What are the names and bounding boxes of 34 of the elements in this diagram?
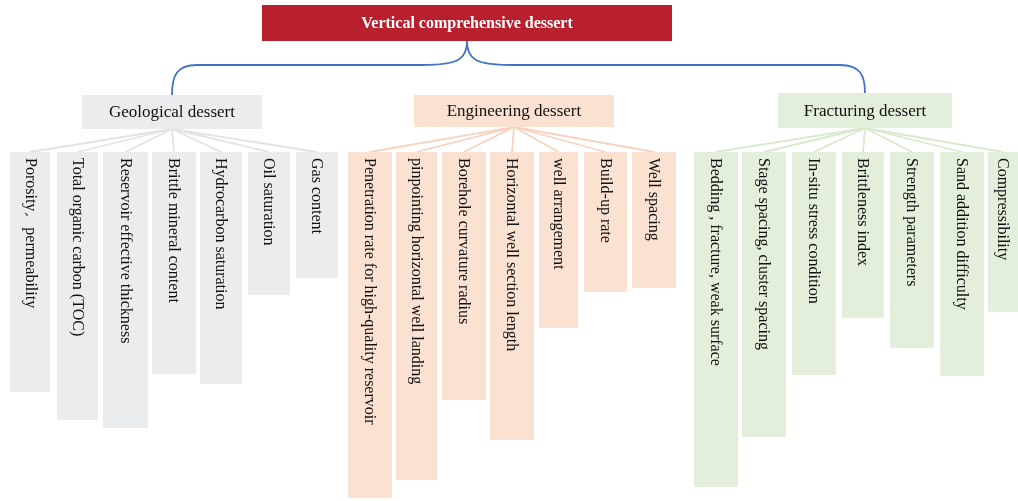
factor-box: Total organic carbon (TOC) — [57, 152, 98, 420]
category-box: Geological dessert — [82, 95, 262, 129]
factor-box: Build-up rate — [584, 152, 627, 292]
connector-line — [511, 126, 515, 153]
factor-box: well arrangement — [539, 152, 578, 328]
factor-box: Bedding , fracture, weak surface — [694, 152, 738, 487]
connector-line — [463, 126, 515, 153]
factor-box: Compressibility — [988, 152, 1018, 312]
factor-box: Porosity、permeability — [10, 152, 50, 392]
connector-line — [813, 127, 866, 153]
factor-box: Borehole curvature radius — [442, 152, 486, 400]
factor-box: Penetration rate for high-quality reservoir — [348, 152, 392, 498]
factor-box: Brittle mineral content — [152, 152, 196, 374]
connector-line — [124, 128, 173, 153]
factor-box: Sand addition difficulty — [940, 152, 984, 376]
factor-box: Stage spacing, cluster spacing — [742, 152, 786, 437]
connector-line — [862, 127, 866, 153]
factor-box: Brittleness index — [842, 152, 884, 318]
factor-box: Hydrocarbon saturation — [200, 152, 242, 384]
connector-line — [864, 127, 913, 153]
category-box: Engineering dessert — [414, 95, 614, 127]
factor-box: Gas content — [296, 152, 338, 278]
factor-box: In-situ stress condition — [792, 152, 836, 375]
factor-box: Reservoir effective thickness — [103, 152, 148, 428]
connector-line — [466, 40, 866, 94]
factor-box: Well spacing — [632, 152, 676, 288]
factor-box: Horizontal well section length — [490, 152, 534, 440]
factor-box: pinpointing horizontal well landing — [396, 152, 437, 480]
title-box: Vertical comprehensive dessert — [262, 5, 672, 41]
connector-line — [513, 126, 560, 153]
factor-box: Strength parameters — [890, 152, 934, 348]
category-box: Fracturing dessert — [778, 93, 952, 128]
factor-box: Oil saturation — [248, 152, 290, 295]
connector-line — [171, 128, 222, 153]
